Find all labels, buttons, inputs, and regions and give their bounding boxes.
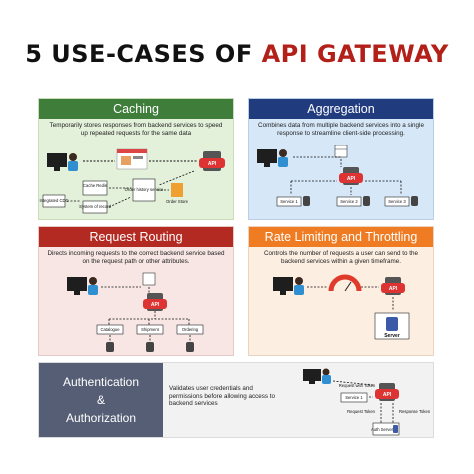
api-gateway-icon: API <box>339 167 363 185</box>
cache-label: Cache Redis <box>83 183 107 188</box>
package-icon <box>142 272 156 286</box>
req-token-label: Request with Token <box>339 383 376 388</box>
speedometer-icon <box>328 274 362 292</box>
auth-description: Validates user credentials and permissio… <box>169 385 276 408</box>
record-label: System of record <box>79 204 111 209</box>
computer-user-icon <box>273 277 304 295</box>
agg-s2-label: Service 2 <box>340 199 358 204</box>
caching-api-label: API <box>208 161 217 167</box>
browser-window-icon <box>116 148 148 170</box>
title-prefix: 5 USE-CASES OF <box>25 40 253 68</box>
auth-server-label: Auth Server <box>371 427 394 432</box>
service-1-box: Service 1 <box>340 392 368 403</box>
aggregation-card: Aggregation Combines data from multiple … <box>248 98 434 220</box>
caching-diagram: API Cache Redis Order history service Or… <box>39 148 225 214</box>
rate-limiting-diagram: API Server <box>273 274 410 340</box>
shipment-label: Shipment <box>141 327 160 332</box>
title-highlight: API GATEWAY <box>261 40 449 68</box>
routing-diagram: API Catalogue Shipment Ordering <box>67 272 204 352</box>
auth-service-label: Service 1 <box>345 395 363 400</box>
aggregation-description: Combines data from multiple backend serv… <box>258 122 424 137</box>
aggregation-api-label: API <box>347 176 356 182</box>
shipment-box: Shipment <box>136 324 164 335</box>
caching-heading: Caching <box>39 99 233 119</box>
api-gateway-icon: API <box>381 277 405 295</box>
routing-card: Request Routing Directs incoming request… <box>38 226 234 356</box>
rate-limiting-description: Controls the number of requests a user c… <box>263 250 418 265</box>
store-label: Order Store <box>166 199 189 204</box>
auth-api-label: API <box>383 392 392 398</box>
api-gateway-icon: API <box>143 293 167 311</box>
catalogue-box: Catalogue <box>96 324 124 335</box>
rate-api-label: API <box>389 286 398 292</box>
database-icons <box>106 335 194 352</box>
auth-heading-line2: & <box>96 393 105 407</box>
auth-heading-line1: Authentication <box>62 375 140 389</box>
service-2-box: Service 2 <box>336 196 362 207</box>
routing-api-label: API <box>151 302 160 308</box>
integrated-cdc-box: Integrated CDC <box>39 194 69 208</box>
rate-limiting-heading: Rate Limiting and Throttling <box>249 227 433 247</box>
package-icon <box>334 145 348 158</box>
api-gateway-icon: API <box>375 383 399 401</box>
ordering-label: Ordering <box>182 327 199 332</box>
api-gateway-icon: API <box>199 151 225 171</box>
aggregation-diagram: API Service 1 Service 2 Service 3 <box>257 145 418 207</box>
page-title: 5 USE-CASES OF API GATEWAY <box>0 40 474 68</box>
integrated-label: Integrated CDC <box>39 198 68 203</box>
database-icons <box>303 196 418 206</box>
routing-description: Directs incoming requests to the correct… <box>47 250 225 265</box>
auth-server-box: Auth Server <box>371 422 400 436</box>
computer-user-icon <box>303 368 331 384</box>
rate-limiting-card: Rate Limiting and Throttling Controls th… <box>248 226 434 356</box>
order-service-box: Order history service <box>125 178 164 202</box>
response-token-label: Response Token <box>399 409 431 414</box>
auth-heading: Authentication & Authorization <box>39 363 163 437</box>
cache-box: Cache Redis <box>82 180 108 196</box>
routing-heading: Request Routing <box>39 227 233 247</box>
service-1-box: Service 1 <box>276 196 302 207</box>
agg-s3-label: Service 3 <box>388 199 406 204</box>
computer-user-icon <box>257 149 288 167</box>
system-record-box: System of record <box>79 200 111 214</box>
catalogue-label: Catalogue <box>100 327 120 332</box>
order-label: Order history service <box>125 187 164 192</box>
agg-s1-label: Service 1 <box>280 199 298 204</box>
request-token-label: Request Token <box>347 409 376 414</box>
service-3-box: Service 3 <box>384 196 410 207</box>
server-icon: Server <box>374 312 410 340</box>
computer-user-icon <box>47 153 78 171</box>
caching-description: Temporarily stores responses from backen… <box>49 122 223 137</box>
computer-user-icon <box>67 277 98 295</box>
auth-diagram: Request with Token API Service 1 Request… <box>303 368 431 436</box>
auth-card: Authentication & Authorization Validates… <box>38 362 434 438</box>
ordering-box: Ordering <box>176 324 204 335</box>
order-store-icon: Order Store <box>166 183 189 204</box>
server-label: Server <box>384 333 400 339</box>
aggregation-heading: Aggregation <box>249 99 433 119</box>
auth-heading-line3: Authorization <box>65 411 137 425</box>
caching-card: Caching Temporarily stores responses fro… <box>38 98 234 220</box>
